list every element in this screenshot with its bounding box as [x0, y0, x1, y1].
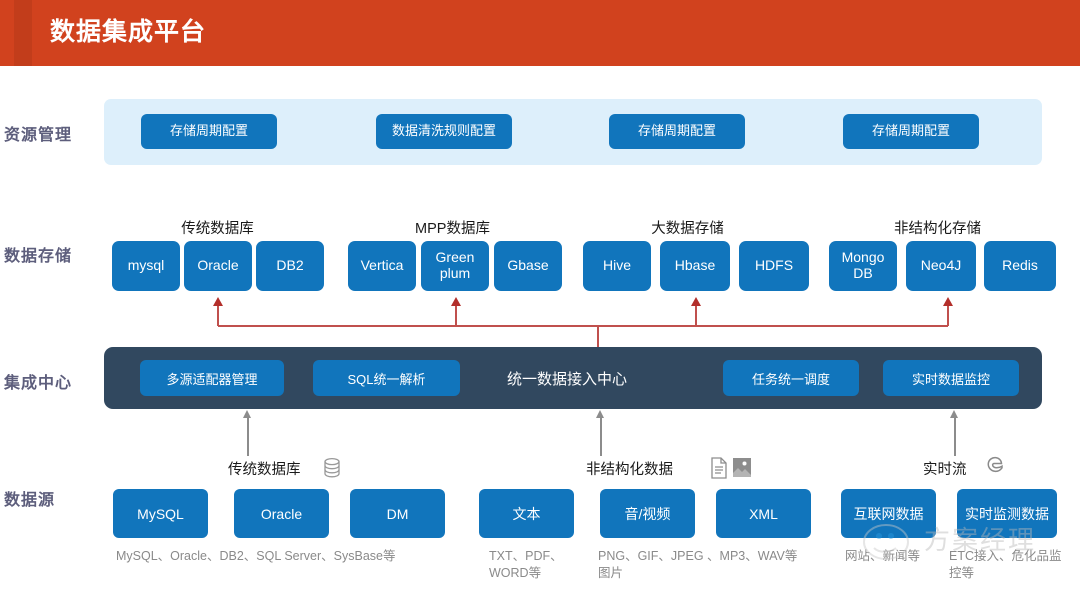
row-label-source: 数据源: [4, 492, 56, 509]
gray-arrowhead-1: [596, 410, 604, 418]
gray-riser-0: [247, 418, 249, 456]
integration-button-0[interactable]: 多源适配器管理: [140, 360, 284, 396]
storage-box-greenplum[interactable]: Green plum: [421, 241, 489, 291]
storage-box-mysql[interactable]: mysql: [112, 241, 180, 291]
source-box-dm[interactable]: DM: [350, 489, 445, 538]
storage-box-oracle[interactable]: Oracle: [184, 241, 252, 291]
red-trunk-line: [218, 325, 948, 327]
source-box-internet-data[interactable]: 互联网数据: [841, 489, 936, 538]
row-label-resource: 资源管理: [4, 127, 73, 144]
resource-button-3[interactable]: 存储周期配置: [843, 114, 979, 149]
source-box-realtime-data[interactable]: 实时监测数据: [957, 489, 1057, 538]
source-box-xml[interactable]: XML: [716, 489, 811, 538]
storage-box-neo4j[interactable]: Neo4J: [906, 241, 976, 291]
source-box-oracle[interactable]: Oracle: [234, 489, 329, 538]
resource-button-1[interactable]: 数据清洗规则配置: [376, 114, 512, 149]
storage-box-hive[interactable]: Hive: [583, 241, 651, 291]
gray-arrowhead-2: [950, 410, 958, 418]
resource-button-2[interactable]: 存储周期配置: [609, 114, 745, 149]
integration-center-text: 统一数据接入中心: [507, 370, 628, 388]
source-box-mysql[interactable]: MySQL: [113, 489, 208, 538]
storage-box-hbase[interactable]: Hbase: [660, 241, 730, 291]
integration-button-1[interactable]: SQL统一解析: [313, 360, 460, 396]
source-desc-media: PNG、GIF、JPEG 、MP3、WAV等图片: [598, 549, 798, 580]
source-group-title-0: 传统数据库: [228, 462, 301, 478]
resource-button-0[interactable]: 存储周期配置: [141, 114, 277, 149]
storage-box-hdfs[interactable]: HDFS: [739, 241, 809, 291]
storage-box-redis[interactable]: Redis: [984, 241, 1056, 291]
gray-arrowhead-0: [243, 410, 251, 418]
row-label-storage: 数据存储: [4, 248, 73, 265]
storage-box-gbase[interactable]: Gbase: [494, 241, 562, 291]
red-riser-2: [695, 306, 697, 326]
storage-box-mongodb[interactable]: Mongo DB: [829, 241, 897, 291]
integration-button-2[interactable]: 任务统一调度: [723, 360, 859, 396]
header-accent-bar: [14, 0, 32, 66]
storage-box-vertica[interactable]: Vertica: [348, 241, 416, 291]
red-arrowhead-1: [451, 297, 461, 306]
source-desc-internet: 网站、新闻等: [845, 549, 921, 563]
red-arrowhead-2: [691, 297, 701, 306]
storage-group-title-2: 大数据存储: [651, 221, 724, 237]
source-group-title-2: 实时流: [923, 462, 967, 478]
red-riser-1: [455, 306, 457, 326]
row-label-integration: 集成中心: [4, 375, 73, 392]
integration-button-3[interactable]: 实时数据监控: [883, 360, 1019, 396]
storage-group-title-1: MPP数据库: [415, 221, 490, 237]
gray-riser-1: [600, 418, 602, 456]
storage-box-db2[interactable]: DB2: [256, 241, 324, 291]
source-group-title-1: 非结构化数据: [586, 462, 673, 478]
source-desc-traditional-db: MySQL、Oracle、DB2、SQL Server、SysBase等: [116, 549, 396, 563]
red-riser-0: [217, 306, 219, 326]
gray-riser-2: [954, 418, 956, 456]
red-riser-3: [947, 306, 949, 326]
source-box-text[interactable]: 文本: [479, 489, 574, 538]
red-arrowhead-0: [213, 297, 223, 306]
page-title: 数据集成平台: [50, 18, 207, 46]
document-image-icon: [709, 456, 753, 485]
edge-browser-icon: [985, 455, 1005, 480]
source-desc-realtime: ETC接入、危化品监控等: [949, 549, 1062, 580]
source-desc-text: TXT、PDF、WORD等: [489, 549, 563, 580]
app-header: 数据集成平台: [0, 0, 1080, 66]
storage-group-title-3: 非结构化存储: [894, 221, 981, 237]
database-cylinder-icon: [320, 456, 344, 485]
red-stem-line: [597, 325, 599, 348]
red-arrowhead-3: [943, 297, 953, 306]
storage-group-title-0: 传统数据库: [181, 221, 254, 237]
source-box-audio-video[interactable]: 音/视频: [600, 489, 695, 538]
